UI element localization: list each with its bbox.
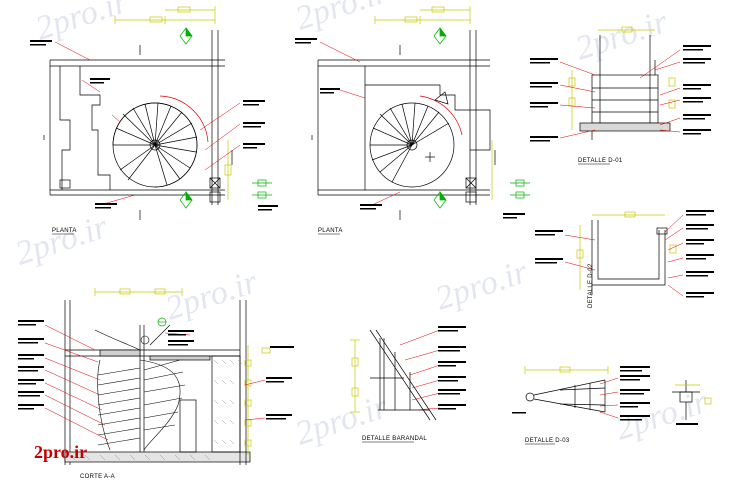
plan-1-annotations: [54, 41, 241, 206]
watermark-layer: 2pro.ir 2pro.ir 2pro.ir 2pro.ir 2pro.ir …: [11, 0, 713, 453]
plan-2-annotations: [319, 41, 401, 207]
detail-d03-label-blocks: [512, 366, 698, 425]
section-stair-treads: [94, 324, 186, 451]
plan-view-1: [43, 30, 233, 220]
detail-d02-dims: [576, 211, 677, 290]
plan-2-label-blocks: [295, 38, 525, 219]
detail-d02-label-blocks: [535, 210, 714, 298]
watermark-text: 2pro.ir: [161, 263, 263, 328]
detail-d02-annotations: [564, 214, 684, 297]
detail-d01-annotations: [559, 49, 681, 139]
plan-1-markers: [179, 26, 272, 209]
watermark-text: 2pro.ir: [11, 208, 113, 273]
detail-barandal-label-blocks: [438, 326, 466, 410]
plan-2-dimensions: [374, 6, 493, 200]
section-annotations: [44, 324, 266, 441]
detail-barandal: [369, 329, 437, 421]
watermark-text: 2pro.ir: [571, 3, 673, 68]
detail-d03-dims: [524, 366, 712, 405]
watermark-text: 2pro.ir: [431, 253, 533, 318]
detail-d02: [591, 220, 668, 295]
brand-logo: 2pro.ir: [34, 442, 87, 462]
section-title: CORTE A-A: [80, 474, 115, 480]
detail-d01-title: DETALLE D-01: [578, 158, 623, 164]
detail-d03-title: DETALLE D-03: [525, 438, 570, 444]
detail-barandal-dims: [350, 339, 360, 413]
plan-1-dimensions: [114, 6, 232, 200]
detail-d02-title: DETALLE D-02: [588, 263, 594, 308]
section-dimensions: [94, 288, 271, 455]
spiral-stair-upper: [369, 102, 455, 188]
spiral-stair: [112, 102, 198, 188]
plan-1-title: PLANTA: [52, 228, 77, 234]
detail-d01-label-blocks: [530, 45, 711, 142]
section-label-blocks: [18, 320, 294, 420]
watermark-text: 2pro.ir: [291, 0, 393, 38]
plan-view-2: [311, 30, 496, 220]
section-markers: [157, 317, 167, 327]
detail-barandal-title: DETALLE BARANDAL: [362, 436, 427, 442]
section-hatch: [69, 359, 243, 461]
plan-2-markers: [433, 26, 530, 209]
section-a-a: [64, 300, 251, 465]
detail-d03-annotations: [599, 377, 619, 419]
plan-2-title: PLANTA: [318, 228, 343, 234]
watermark-text: 2pro.ir: [291, 388, 393, 453]
plan-1-label-blocks: [30, 40, 278, 211]
detail-d01: [579, 35, 671, 140]
detail-barandal-annotations: [399, 329, 441, 411]
detail-d03: [525, 379, 700, 420]
